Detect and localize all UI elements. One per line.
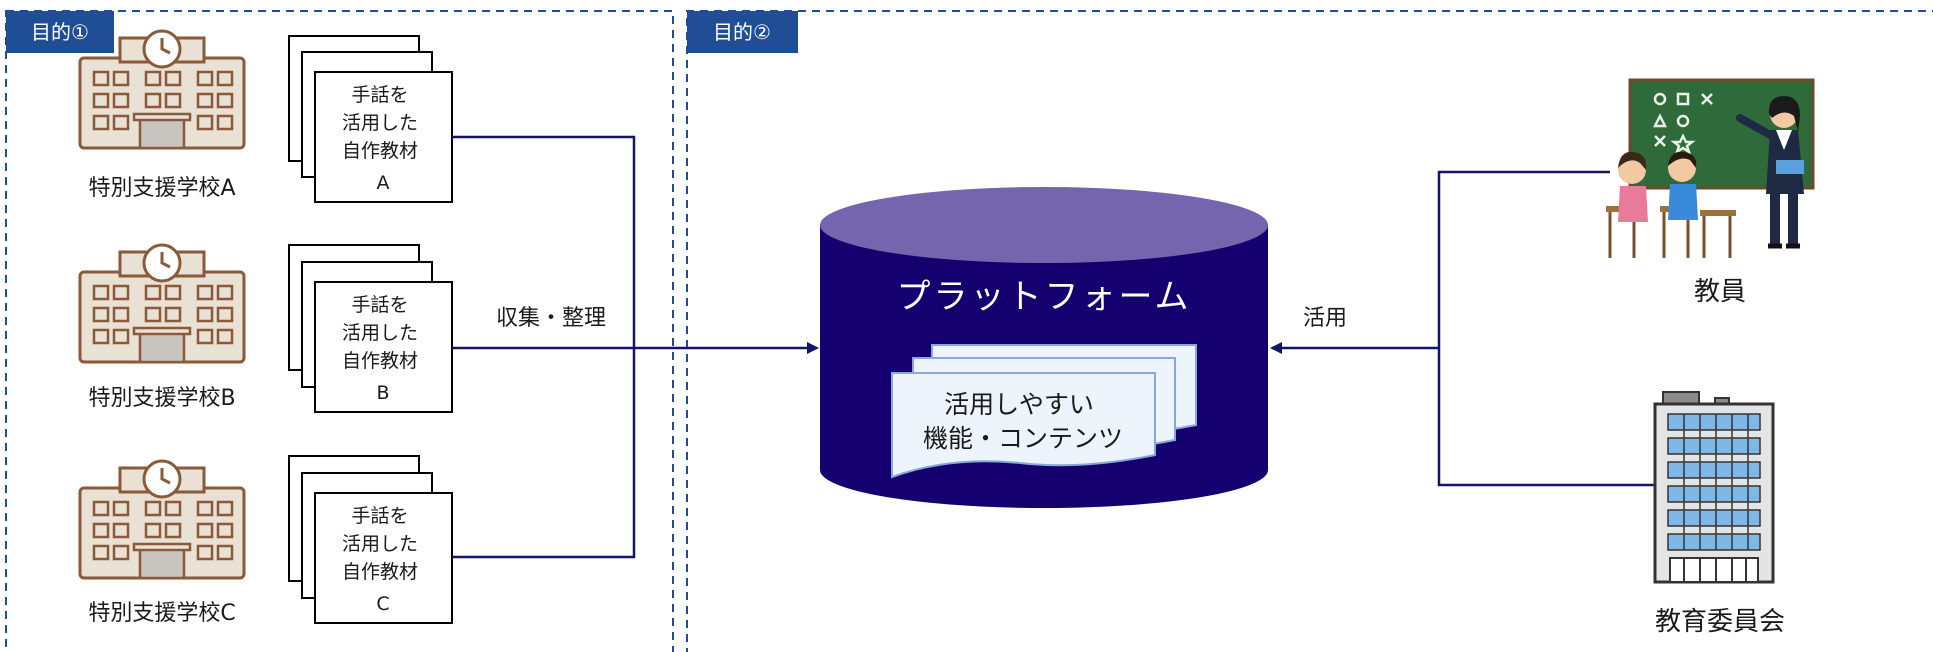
platform-content-docs: 活用しやすい 機能・コンテンツ — [891, 344, 1197, 479]
school-building-icon — [78, 243, 246, 364]
material-a-line1: 手話を — [351, 84, 408, 106]
school-b-name: 特別支援学校B — [88, 386, 235, 411]
platform-content-text: 活用しやすい 機能・コンテンツ — [923, 390, 1123, 453]
material-b-line1: 手話を — [351, 294, 408, 316]
use-connector: 活用 — [1270, 170, 1655, 487]
material-c-line4: C — [376, 593, 389, 615]
teacher-label: 教員 — [1694, 277, 1746, 307]
purpose1-tag-bg — [6, 11, 114, 53]
material-a-line4: A — [377, 172, 390, 194]
purpose2-tag: 目的② — [713, 20, 771, 44]
material-b-stack: 手話を 活用した 自作教材 B — [288, 244, 453, 413]
school-building-icon — [78, 459, 246, 580]
collect-connector: 収集・整理 — [452, 135, 819, 559]
platform-content-line2: 機能・コンテンツ — [923, 424, 1123, 453]
school-building-icon — [78, 29, 246, 150]
material-c-line2: 活用した — [342, 533, 418, 555]
material-b-line2: 活用した — [342, 322, 418, 344]
collect-label: 収集・整理 — [496, 306, 606, 331]
purpose2-tag-bg — [687, 11, 798, 53]
purpose1-frame: 目的① — [5, 10, 674, 652]
material-c-line3: 自作教材 — [342, 561, 418, 583]
material-a-line3: 自作教材 — [342, 140, 418, 162]
material-b-text: 手話を 活用した 自作教材 B — [342, 294, 424, 404]
material-c-stack: 手話を 活用した 自作教材 C — [288, 455, 453, 624]
platform-database: プラットフォーム 活用しやすい 機能・コンテンツ — [820, 187, 1268, 508]
material-b-line3: 自作教材 — [342, 350, 418, 372]
teacher-classroom-icon — [1606, 78, 1815, 258]
school-a-name: 特別支援学校A — [88, 176, 235, 201]
material-c-text: 手話を 活用した 自作教材 C — [342, 505, 424, 615]
platform-content-line1: 活用しやすい — [944, 390, 1094, 419]
board-label: 教育委員会 — [1655, 607, 1785, 637]
platform-title: プラットフォーム — [897, 277, 1192, 317]
school-c: 特別支援学校C 手話を 活用した 自作教材 C — [78, 455, 453, 626]
material-c-line1: 手話を — [351, 505, 408, 527]
school-c-name: 特別支援学校C — [88, 601, 235, 626]
school-b: 特別支援学校B 手話を 活用した 自作教材 B — [78, 243, 453, 413]
purpose1-tag: 目的① — [31, 20, 89, 44]
purpose2-frame: 目的② — [686, 10, 1933, 652]
material-a-line2: 活用した — [342, 112, 418, 134]
material-b-line4: B — [376, 382, 389, 404]
use-label: 活用 — [1303, 306, 1347, 331]
office-building-icon — [1653, 391, 1775, 584]
material-a-stack: 手話を 活用した 自作教材 A — [288, 35, 453, 203]
school-a: 特別支援学校A 手話を 活用した 自作教材 A — [78, 29, 453, 203]
material-a-text: 手話を 活用した 自作教材 A — [342, 84, 424, 194]
